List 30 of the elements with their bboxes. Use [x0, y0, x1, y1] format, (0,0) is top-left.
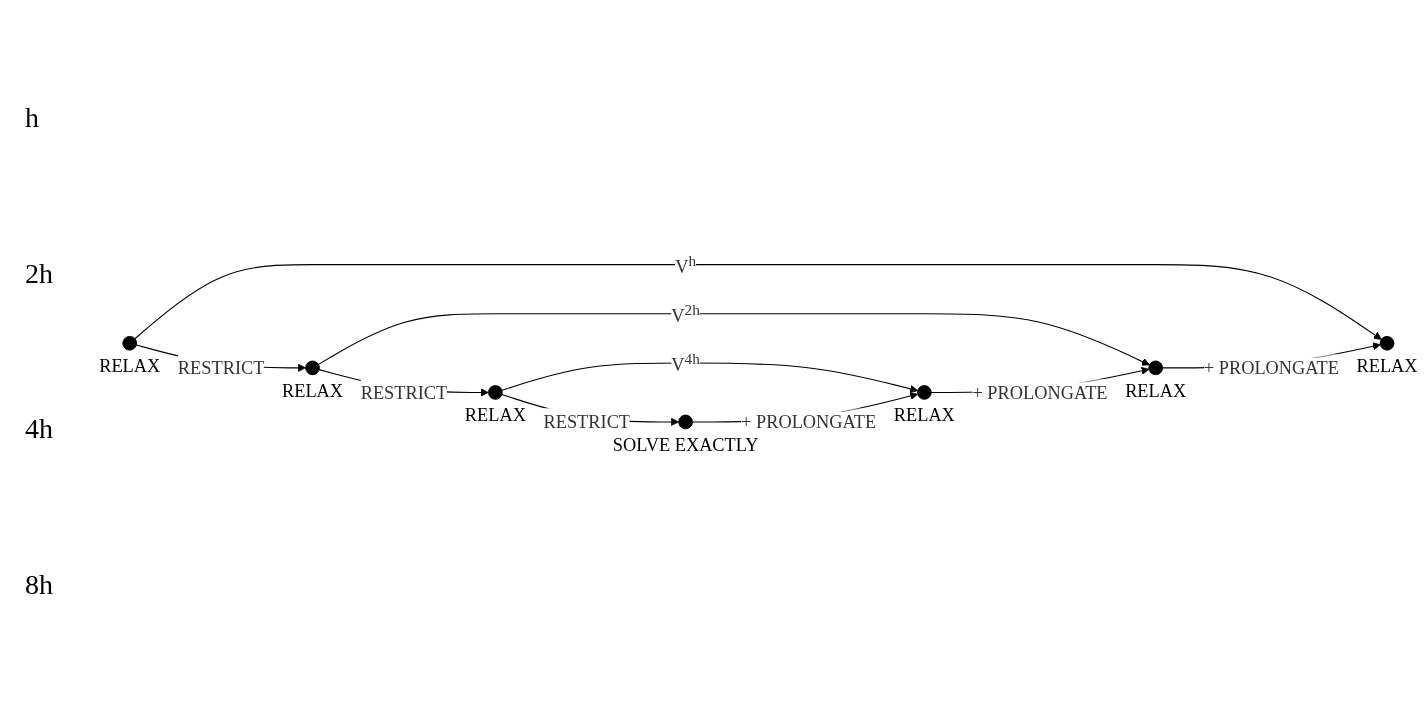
- edge-label: RESTRICT: [543, 411, 631, 432]
- node-circle: [1148, 360, 1163, 375]
- level-label: 4h: [24, 413, 54, 446]
- edge-label: + PROLONGATE: [741, 411, 877, 432]
- edge-label: + PROLONGATE: [1203, 357, 1339, 378]
- node-caption: RELAX: [282, 380, 344, 401]
- node-caption: RELAX: [1356, 355, 1418, 376]
- node-caption: RELAX: [1125, 380, 1187, 401]
- arrow: [501, 362, 919, 393]
- edge-label: RESTRICT: [360, 381, 448, 403]
- edge-label: + PROLONGATE: [972, 381, 1108, 403]
- arrow: [317, 312, 1150, 366]
- node-caption: RELAX: [464, 404, 526, 425]
- edge-label: V$^{h}$: [675, 251, 697, 276]
- node-caption: SOLVE EXACTLY: [612, 434, 759, 455]
- node-circle: [488, 384, 503, 400]
- node-caption: RELAX: [99, 355, 161, 376]
- node-circle: [917, 384, 932, 400]
- node-circle: [305, 360, 320, 375]
- arrow: [134, 263, 1382, 340]
- level-label: h: [24, 101, 40, 134]
- edge-label: V$^{2h}$: [671, 300, 700, 326]
- edge-label: V$^{4h}$: [671, 349, 700, 375]
- level-label: 2h: [24, 257, 54, 290]
- node-circle: [678, 414, 693, 429]
- node-circle: [1379, 335, 1395, 351]
- edge-label: RESTRICT: [177, 357, 265, 378]
- node-circle: [122, 335, 138, 351]
- node-caption: RELAX: [893, 404, 955, 425]
- level-label: 8h: [24, 569, 54, 602]
